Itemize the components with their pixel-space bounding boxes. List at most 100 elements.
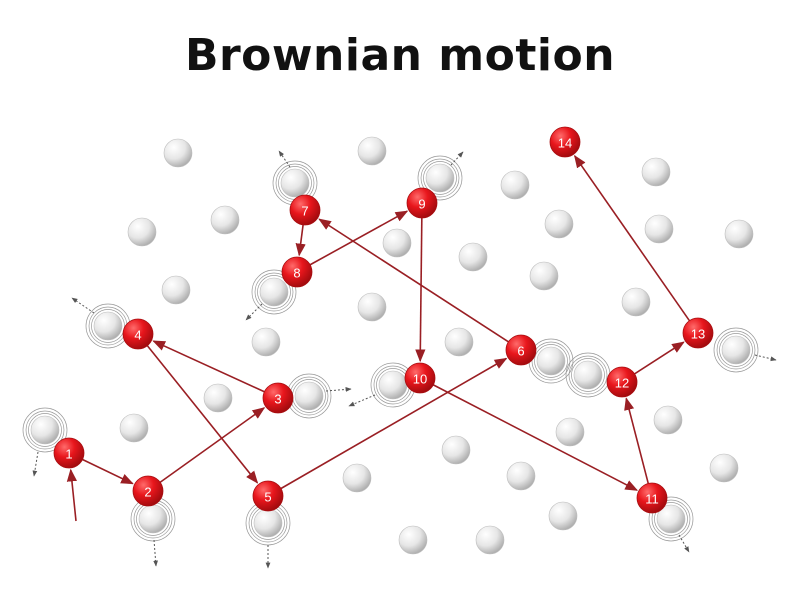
colliding-molecule [294, 381, 324, 411]
water-molecule [529, 261, 559, 291]
water-molecule [644, 214, 674, 244]
particle-13: 13 [682, 317, 714, 349]
particle-label: 13 [691, 327, 705, 342]
colliding-molecule [721, 335, 751, 365]
particle-label: 3 [274, 392, 281, 407]
particle-label: 6 [517, 344, 524, 359]
water-molecule [500, 170, 530, 200]
colliding-molecule [378, 370, 408, 400]
molecule-direction-arrow [278, 150, 291, 168]
collision-ring [423, 161, 457, 195]
molecule-direction-arrow [245, 303, 263, 321]
particle-circle [252, 480, 284, 512]
path-arrow [146, 345, 259, 484]
molecule-direction-arrow [71, 297, 95, 314]
particle-circle [262, 382, 294, 414]
water-molecule [555, 417, 585, 447]
water-molecule [506, 461, 536, 491]
water-molecule [653, 405, 683, 435]
particle-label: 11 [645, 492, 659, 507]
water-molecule [475, 525, 505, 555]
particle-11: 11 [636, 482, 668, 514]
particle-label: 1 [65, 447, 72, 462]
particle-label: 10 [413, 372, 427, 387]
collision-ring [531, 341, 571, 381]
collision-ring [568, 355, 608, 395]
collision-ring [713, 327, 759, 373]
particle-12: 12 [606, 366, 638, 398]
water-molecule [458, 242, 488, 272]
colliding-molecule [138, 504, 168, 534]
particle-circle [289, 194, 321, 226]
diagram-title: Brownian motion [184, 30, 616, 81]
water-molecule [203, 383, 233, 413]
water-molecule [548, 501, 578, 531]
path-arrow [159, 407, 266, 483]
molecule-direction-arrow [754, 354, 777, 362]
water-molecule [398, 525, 428, 555]
path-arrow [432, 384, 639, 491]
particle-1: 1 [53, 437, 85, 469]
collision-ring [716, 330, 756, 370]
water-molecule [119, 413, 149, 443]
particle-5: 5 [252, 480, 284, 512]
colliding-molecule [280, 168, 310, 198]
particle-circle [505, 334, 537, 366]
water-molecule [724, 219, 754, 249]
particle-3: 3 [262, 382, 294, 414]
water-molecule [251, 327, 281, 357]
colliding-molecule [573, 360, 603, 390]
collision-ring [28, 413, 62, 447]
molecule-direction-arrow [450, 151, 464, 166]
path-arrow [82, 458, 134, 485]
colliding-molecule [425, 163, 455, 193]
collision-ring [719, 333, 753, 367]
water-molecule [544, 209, 574, 239]
path-arrow [152, 340, 265, 393]
particle-circle [132, 475, 164, 507]
collision-ring [251, 269, 297, 315]
path-arrow [624, 397, 650, 484]
particle-label: 2 [144, 485, 151, 500]
molecule-direction-arrow [325, 387, 352, 392]
particle-label: 12 [615, 376, 629, 391]
water-molecule [357, 292, 387, 322]
colliding-molecule [259, 277, 289, 307]
background-molecules [119, 136, 754, 555]
particle-10: 10 [404, 362, 436, 394]
particle-9: 9 [406, 187, 438, 219]
particle-circle [606, 366, 638, 398]
colliding-molecule [93, 311, 123, 341]
water-molecule [621, 287, 651, 317]
particle-4: 4 [122, 318, 154, 350]
particle-path [66, 154, 691, 522]
particle-label: 7 [301, 204, 308, 219]
water-molecule [161, 275, 191, 305]
water-molecule [709, 453, 739, 483]
colliding-molecule [253, 508, 283, 538]
particle-label: 8 [293, 266, 300, 281]
collision-ring [91, 309, 125, 343]
particle-2: 2 [132, 475, 164, 507]
collision-ring [22, 407, 68, 453]
water-molecule [342, 463, 372, 493]
water-molecule [210, 205, 240, 235]
collision-ring [648, 496, 694, 542]
molecule-direction-arrow [678, 534, 690, 553]
particle-circle [636, 482, 668, 514]
particle-circle [549, 126, 581, 158]
particle-circle [404, 362, 436, 394]
water-molecule [641, 157, 671, 187]
path-arrow [318, 218, 509, 343]
water-molecule [382, 228, 412, 258]
path-arrow [309, 210, 409, 266]
molecule-direction-arrow [348, 394, 376, 407]
collision-ring [534, 344, 568, 378]
particle-circle [122, 318, 154, 350]
collision-ring [257, 275, 291, 309]
water-molecule [357, 136, 387, 166]
particle-7: 7 [289, 194, 321, 226]
path-arrow [573, 154, 691, 322]
